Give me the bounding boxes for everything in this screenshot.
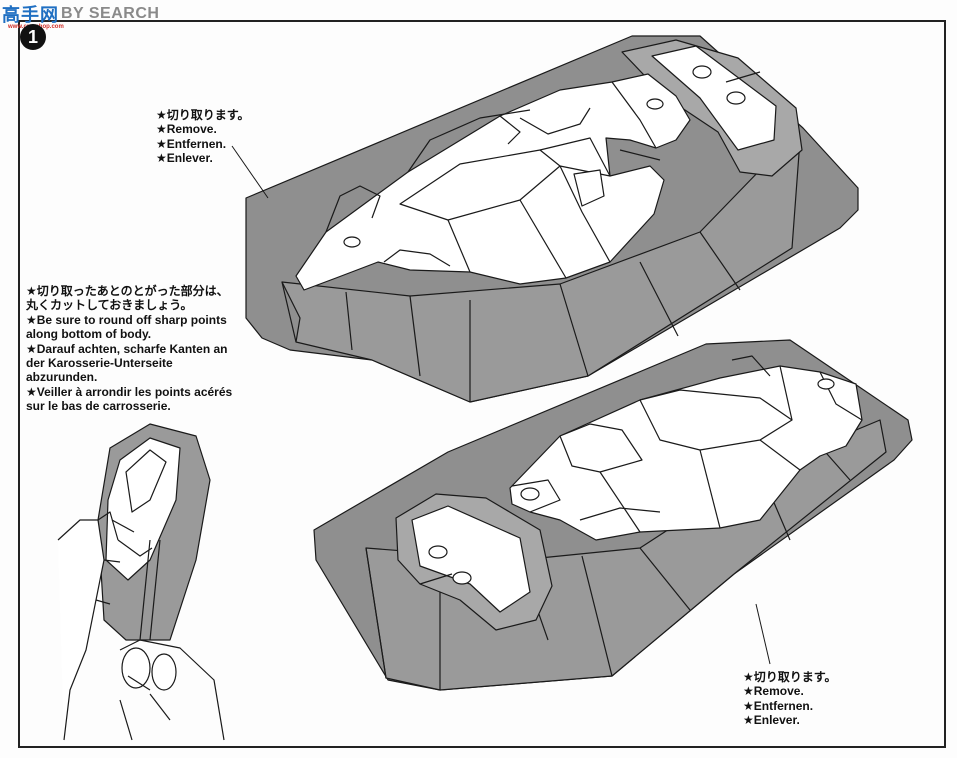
hand-scissors-illustration <box>57 423 225 741</box>
step-number-badge: 1 <box>20 24 46 50</box>
note-line: ★Remove. <box>743 684 804 699</box>
note-line: ★Darauf achten, scharfe Kanten an <box>26 341 228 356</box>
note-line: ★Remove. <box>156 122 217 137</box>
note-line: sur le bas de carrosserie. <box>26 399 171 414</box>
note-line: ★Be sure to round off sharp points <box>26 312 227 327</box>
note-remove-top: ★切り取ります。 ★Remove. ★Entfernen. ★Enlever. <box>156 108 250 166</box>
leader-line-top <box>231 145 269 199</box>
note-line: ★Enlever. <box>743 713 800 728</box>
note-line: ★切り取ったあとのとがった部分は、 <box>26 284 229 298</box>
note-line: 丸くカットしておきましょう。 <box>26 298 193 313</box>
leader-line-bottom <box>755 603 771 665</box>
note-line: ★Entfernen. <box>156 136 227 151</box>
note-round-off-points: ★切り取ったあとのとがった部分は、 丸くカットしておきましょう。 ★Be sur… <box>26 284 232 414</box>
note-line: abzurunden. <box>26 370 98 385</box>
page-frame <box>18 20 946 748</box>
watermark-logo: 高手网 <box>2 5 59 26</box>
watermark: 高手网 BY SEARCH <box>2 2 159 26</box>
note-line: der Karosserie-Unterseite <box>26 356 173 371</box>
bottom-body-sheet <box>313 339 913 691</box>
top-body-sheet <box>245 35 859 403</box>
note-line: ★Enlever. <box>156 151 213 166</box>
note-line: along bottom of body. <box>26 327 152 342</box>
note-line: ★Entfernen. <box>743 698 814 713</box>
watermark-text: BY SEARCH <box>61 5 160 22</box>
note-line: ★Veiller à arrondir les points acérés <box>26 384 233 399</box>
note-remove-bottom: ★切り取ります。 ★Remove. ★Entfernen. ★Enlever. <box>743 670 837 728</box>
note-line: ★切り取ります。 <box>156 108 250 122</box>
note-line: ★切り取ります。 <box>743 670 837 684</box>
